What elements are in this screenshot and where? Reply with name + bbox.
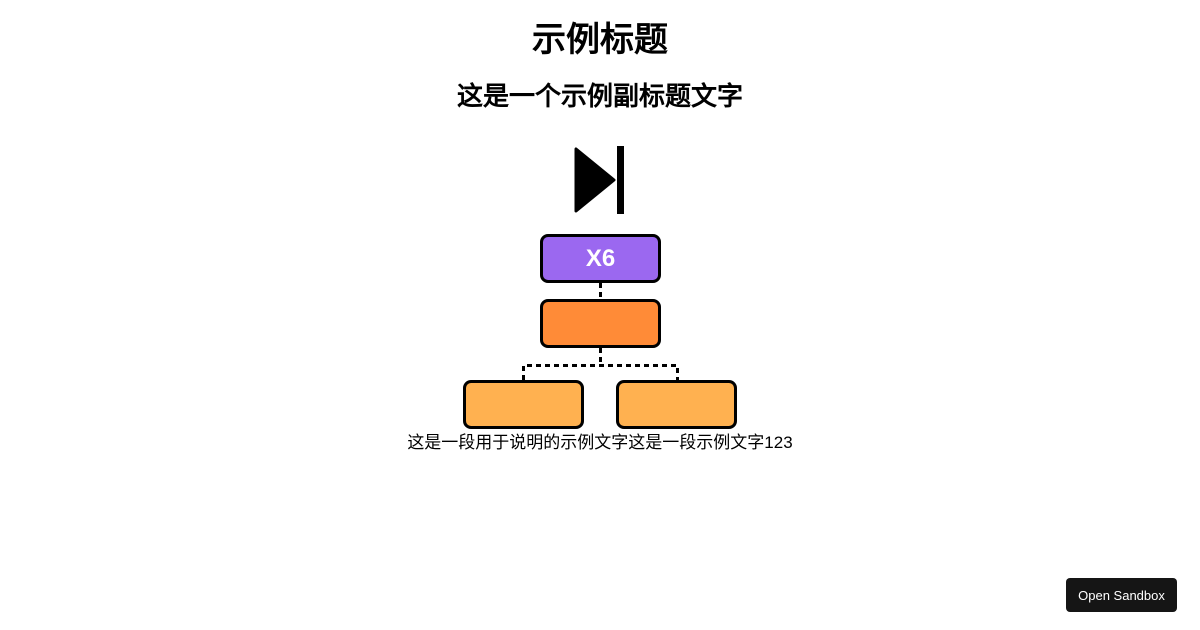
diagram-node-root-label: X6 [585,244,616,272]
page-subtitle: 这是一个示例副标题文字 [456,81,743,111]
open-sandbox-button[interactable]: Open Sandbox [1066,578,1177,612]
skip-next-icon [574,146,624,214]
page-title: 示例标题 [532,21,668,59]
diagram-node-mid[interactable] [540,299,661,348]
diagram-node-leaf-right[interactable] [616,380,737,429]
connector-mid-leaves [522,364,679,380]
diagram-node-root[interactable]: X6 [540,234,661,283]
diagram-node-leaf-left[interactable] [463,380,584,429]
diagram-caption: 这是一段用于说明的示例文字这是一段示例文字123 [407,433,793,452]
